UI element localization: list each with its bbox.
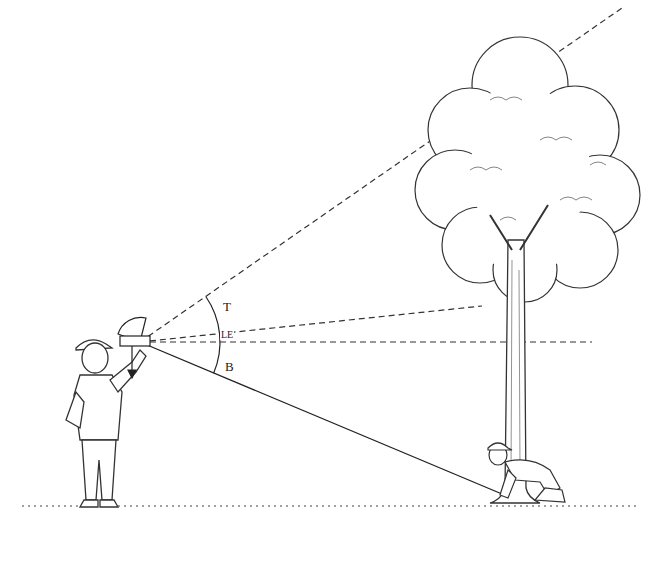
helper-cap [488,443,512,450]
observer-arm [66,392,84,428]
angle-label: T [222,300,232,313]
sight-line-trunk [140,306,482,342]
angle-arc [206,297,220,374]
helper-leg [535,488,565,502]
angle-label: B [224,360,235,373]
tree-branches [490,205,548,250]
foliage-texture [470,97,606,220]
leaf-scribble [500,217,516,220]
clinometer [118,317,150,378]
kneeling-person [488,443,565,502]
leaf-scribble [490,97,522,100]
leaf-scribble [560,197,592,200]
observer-head [82,343,108,373]
foliage-fill [475,175,575,275]
tree-crown [415,37,640,302]
clinometer-body [120,336,150,346]
bark-lines [511,260,520,480]
sight-line-top [140,8,622,342]
observer-legs [82,440,116,500]
angle-label: LE [220,330,234,340]
leaf-scribble [540,137,572,140]
sight-line-base [140,342,502,494]
observer-raised-arm [110,350,146,392]
leaf-scribble [470,167,502,170]
helper-arm [500,470,516,498]
leaf-scribble [590,162,606,165]
foliage-fill [480,80,560,160]
plumb-arrow [128,370,136,378]
observer [66,340,146,507]
observer-shoes [80,500,118,507]
